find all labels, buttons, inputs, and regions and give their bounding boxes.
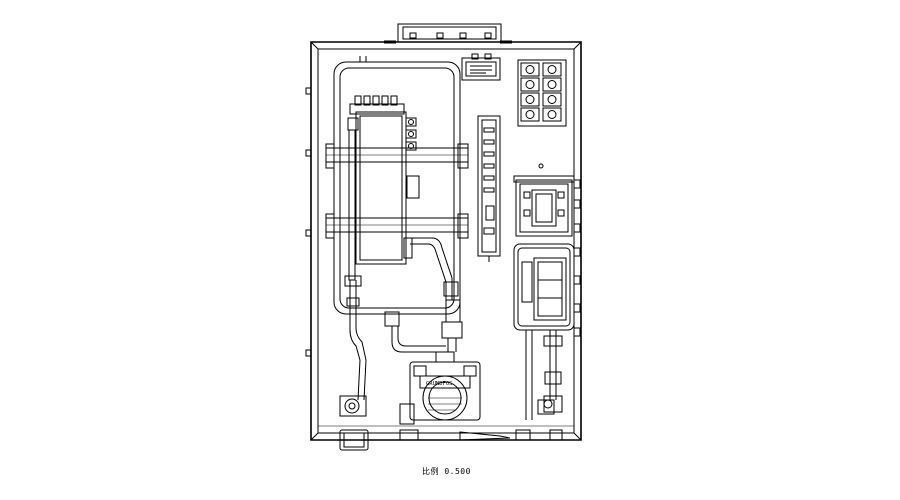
relay-fuse-grid xyxy=(518,60,566,126)
mounting-straps xyxy=(326,144,468,238)
heating-element-block xyxy=(348,96,419,280)
cabinet-frame xyxy=(311,42,581,440)
circulation-pump: GRUNDFOS xyxy=(410,352,480,420)
fuse-cell-screw xyxy=(548,96,556,104)
fuse-cell-screw xyxy=(548,66,556,74)
bottom-fittings xyxy=(340,396,562,450)
heat-exchanger-tank xyxy=(334,56,460,314)
fuse-cell-screw xyxy=(526,81,534,89)
fuse-cell xyxy=(543,93,561,106)
fuse-cell xyxy=(543,78,561,91)
flow-switch-assembly xyxy=(514,244,574,330)
pump-brand-label: GRUNDFOS xyxy=(426,381,453,387)
fuse-cell-screw xyxy=(526,96,534,104)
fuse-cell xyxy=(543,108,561,121)
power-terminal-box xyxy=(462,54,500,80)
left-side-fixings xyxy=(306,88,311,356)
fuse-cell xyxy=(521,63,539,76)
fuse-cell xyxy=(543,63,561,76)
fuse-cell xyxy=(521,78,539,91)
fuse-cell-screw xyxy=(526,111,534,119)
fuse-cell-screw xyxy=(548,111,556,119)
scale-label: 比例 0.500 xyxy=(422,467,471,476)
fuse-cell-screw xyxy=(526,66,534,74)
contactor-module xyxy=(514,164,574,236)
top-mounting-bracket xyxy=(398,24,501,42)
fuse-cell-screw xyxy=(548,81,556,89)
fuse-cell xyxy=(521,93,539,106)
controller-pcb-strip xyxy=(478,116,500,262)
fuse-cell xyxy=(521,108,539,121)
right-wall-fittings xyxy=(574,180,580,336)
